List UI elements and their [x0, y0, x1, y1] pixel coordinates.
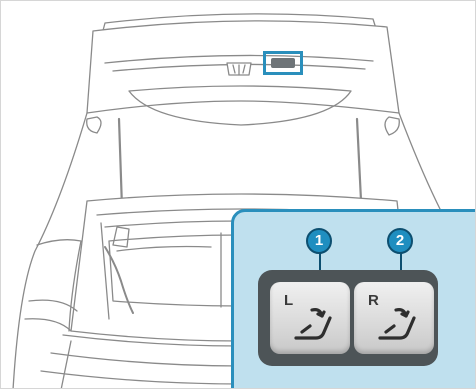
callout-1: 1	[306, 228, 332, 254]
seat-release-switch-panel: L R	[258, 270, 438, 366]
switch-location-thumbnail	[271, 58, 295, 68]
seat-fold-icon	[370, 298, 420, 348]
right-seat-release-button[interactable]: R	[354, 282, 434, 354]
left-seat-release-button[interactable]: L	[270, 282, 350, 354]
callout-2: 2	[387, 228, 413, 254]
detail-inset: 1 2 L R	[231, 209, 476, 389]
seat-fold-icon	[286, 298, 336, 348]
